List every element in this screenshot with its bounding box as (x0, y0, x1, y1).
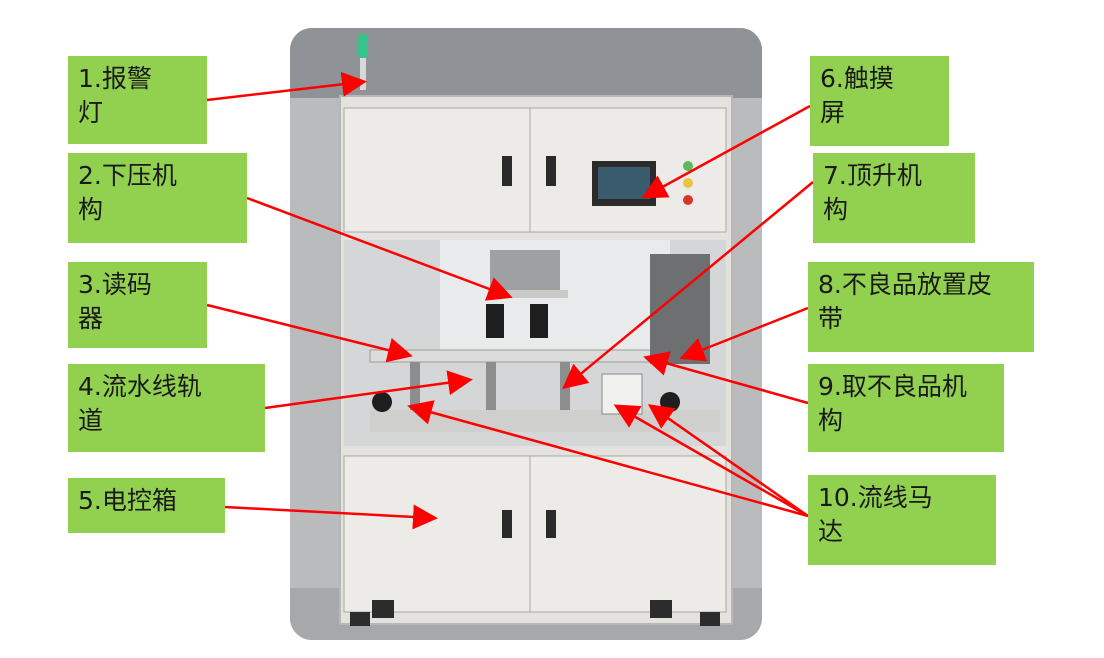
label-lift-mechanism: 7.顶升机 构 (813, 153, 975, 243)
arrow-control-box (224, 504, 438, 530)
arrow-line-motor-c (647, 404, 809, 518)
label-line-motor: 10.流线马 达 (808, 475, 996, 565)
arrow-lift-mechanism (562, 181, 814, 390)
arrow-code-reader (206, 303, 413, 363)
arrow-line-motor-b (613, 404, 809, 518)
label-conveyor-track: 4.流水线轨 道 (68, 364, 265, 452)
arrow-line-motor-a (407, 400, 809, 518)
label-press-mechanism: 2.下压机 构 (68, 153, 247, 243)
arrow-touch-screen (641, 104, 811, 199)
label-control-box: 5.电控箱 (68, 478, 225, 533)
label-reject-pick-mechanism: 9.取不良品机 构 (808, 364, 1004, 452)
label-touch-screen: 6.触摸 屏 (810, 56, 949, 146)
label-code-reader: 3.读码 器 (68, 262, 207, 348)
arrow-alarm-light (206, 71, 367, 102)
label-alarm-light: 1.报警 灯 (68, 56, 207, 144)
label-reject-belt: 8.不良品放置皮 带 (808, 262, 1034, 352)
arrow-reject-pick-mechanism (643, 351, 809, 405)
arrow-reject-belt (679, 306, 809, 362)
arrow-press-mechanism (246, 196, 513, 301)
arrow-conveyor-track (264, 370, 473, 410)
